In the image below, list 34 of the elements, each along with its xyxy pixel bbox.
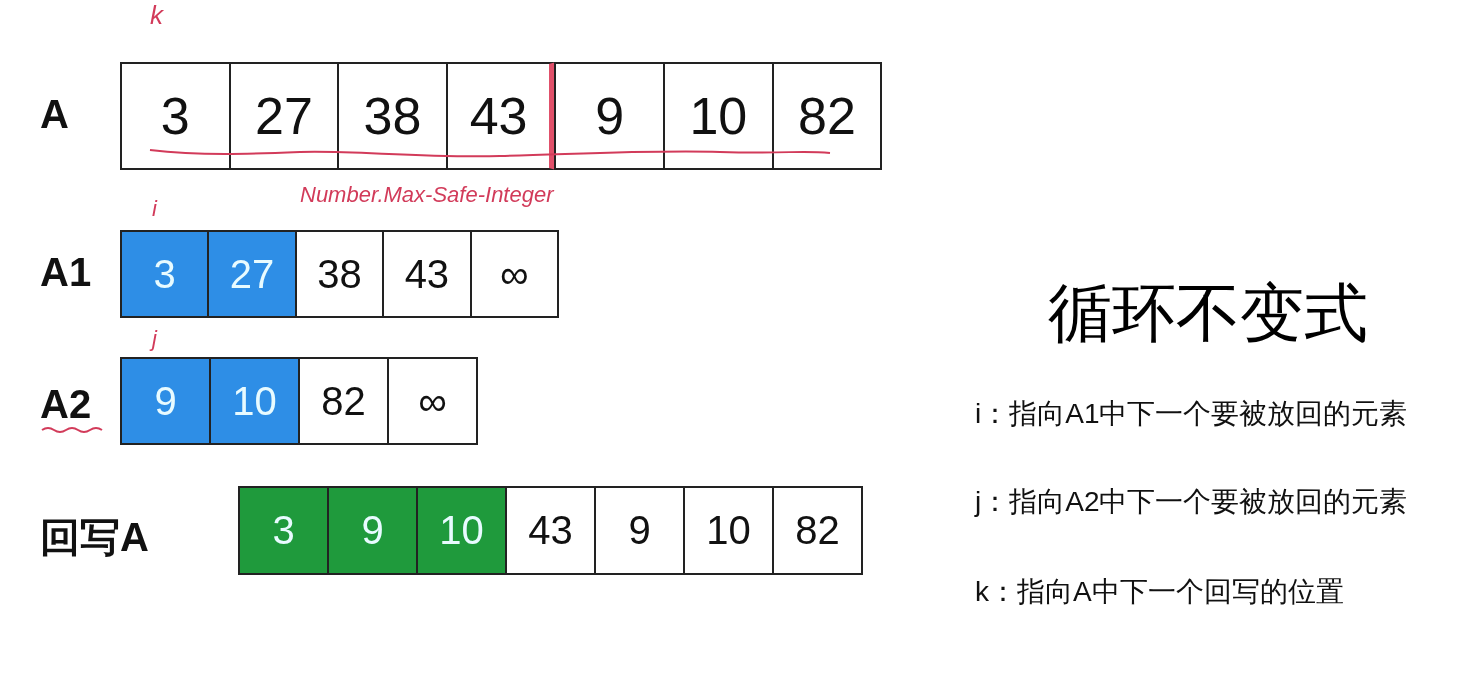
array-cell: 9	[327, 486, 418, 575]
array-cell: 27	[228, 62, 340, 170]
array-cell: 10	[663, 62, 774, 170]
array-cell: 43	[382, 230, 472, 318]
array-cell: 82	[771, 62, 883, 170]
title: 循环不变式	[1048, 276, 1368, 351]
description-text: i：指向A1中下一个要被放回的元素	[975, 397, 1409, 431]
description-text: k：指向A中下一个回写的位置	[975, 575, 1345, 609]
description-text: j：指向A2中下一个要被放回的元素	[975, 485, 1409, 519]
array-cell: 43	[445, 62, 557, 170]
array-cell: 27	[207, 230, 297, 318]
array-cell: 3	[120, 62, 231, 170]
array-cell: 82	[772, 486, 863, 575]
row-label: A	[40, 92, 69, 137]
array-cell: 82	[298, 357, 389, 445]
handwritten-letter: k	[150, 0, 163, 31]
array-cell: 9	[120, 357, 211, 445]
row-label: A1	[40, 250, 92, 295]
array-cell: 43	[505, 486, 596, 575]
array-cell: 9	[554, 62, 665, 170]
array-cell: 10	[683, 486, 774, 575]
array-cell: 38	[337, 62, 448, 170]
array-cell: ∞	[387, 357, 478, 445]
array-cell: 3	[238, 486, 329, 575]
array-cell: 3	[120, 230, 210, 318]
array-cell: 10	[416, 486, 507, 575]
array-cell: ∞	[469, 230, 559, 318]
handwritten-note: Number.Max-Safe-Integer	[300, 182, 554, 208]
handwritten-letter: i	[152, 196, 157, 222]
array-cell: 9	[594, 486, 685, 575]
row-label: A2	[40, 382, 92, 427]
array-cell: 38	[294, 230, 385, 318]
row-label: 回写A	[40, 514, 149, 561]
array-cell: 10	[209, 357, 300, 445]
